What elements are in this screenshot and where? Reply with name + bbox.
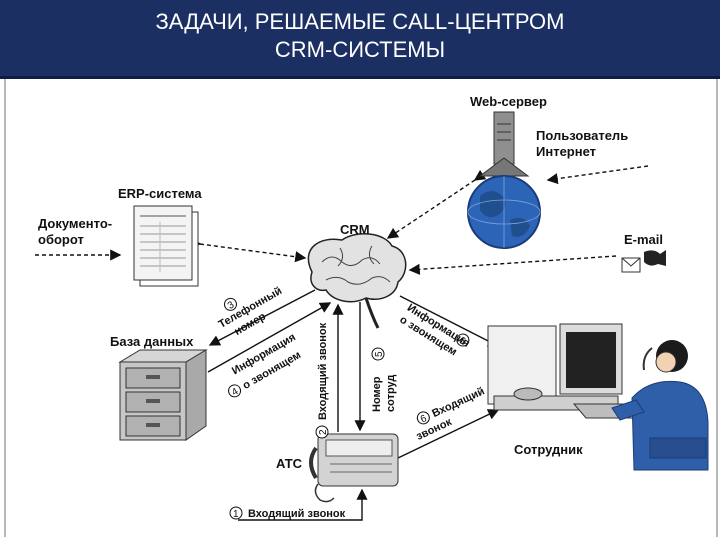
slide-title: ЗАДАЧИ, РЕШАЕМЫЕ CALL-ЦЕНТРОМ CRM-СИСТЕМ… (0, 8, 720, 64)
database-cabinet-icon (118, 349, 208, 441)
arrow-pbx-employee-6 (397, 409, 500, 459)
flow-6a-label-group: 6 Информация о звонящем (397, 302, 471, 359)
flow-4-number: 4 (230, 386, 241, 399)
flow-6b-label-1: Входящий (430, 385, 486, 420)
flow-6b-label-group: 6 Входящий звонок (414, 385, 486, 443)
internet-user-label-2: Интернет (536, 144, 596, 159)
flow-5-label-1: Номер (371, 376, 383, 412)
internet-user-label-1: Пользователь (536, 128, 628, 143)
docflow-label-2: оборот (38, 232, 84, 247)
flow-1-number: 1 (233, 509, 239, 520)
flow-5-number-circle (371, 347, 385, 361)
erp-label: ERP-система (118, 186, 202, 201)
flow-2-label-group: 2 Входящий звонок (315, 322, 329, 439)
arrow-crm-db-3 (208, 289, 316, 346)
arrow-web-crm (386, 169, 487, 239)
flow-2-label: Входящий звонок (317, 322, 329, 420)
content-frame (4, 79, 718, 537)
email-label: E-mail (624, 232, 663, 247)
flow-1-label: Входящий звонок (248, 508, 346, 520)
arrow-user-to-web (546, 165, 649, 185)
arrow-db-crm-4 (207, 302, 332, 373)
database-label: База данных (110, 334, 194, 349)
employee-label: Сотрудник (514, 442, 583, 457)
title-bar: ЗАДАЧИ, РЕШАЕМЫЕ CALL-ЦЕНТРОМ CRM-СИСТЕМ… (0, 0, 720, 79)
flow-4-number-circle (228, 384, 242, 398)
flow-2-number: 2 (318, 429, 329, 435)
arrow-incoming-call-1 (238, 488, 368, 521)
pbx-phone-icon (309, 433, 399, 503)
pbx-label: АТС (276, 456, 303, 471)
docflow-label-1: Документо- (38, 216, 112, 231)
server-tower (493, 111, 515, 165)
connections (35, 165, 649, 521)
arrow-erp-crm (189, 237, 307, 263)
flow-2-number-circle (315, 425, 329, 439)
title-line-2: CRM-СИСТЕМЫ (274, 37, 446, 62)
crm-label: CRM (340, 222, 370, 237)
employee-workstation-icon (487, 323, 654, 419)
flow-1-number-circle (229, 506, 243, 520)
flow-5-label-group: 5 Номер сотруд (371, 347, 397, 412)
flow-6b-number-circle (416, 411, 430, 425)
flow-3-number: 3 (226, 299, 237, 312)
erp-document-icon (133, 205, 199, 287)
flow-6a-number: 6 (457, 335, 468, 348)
web-server-node (467, 111, 541, 249)
arrow-email-crm (408, 255, 617, 275)
flow-6a-number-circle (456, 333, 470, 347)
crm-brain-icon (307, 233, 407, 329)
title-line-1: ЗАДАЧИ, РЕШАЕМЫЕ CALL-ЦЕНТРОМ (155, 9, 565, 34)
flow-6b-number: 6 (419, 413, 429, 426)
flow-3-number-circle (223, 297, 237, 311)
flow-5-label-2: сотруд (385, 375, 397, 412)
email-icon (621, 250, 666, 273)
arrow-crm-employee-6 (399, 295, 500, 347)
flow-5-number: 5 (374, 351, 385, 357)
operator-person-icon (611, 340, 709, 471)
web-server-label: Web-сервер (470, 94, 547, 109)
